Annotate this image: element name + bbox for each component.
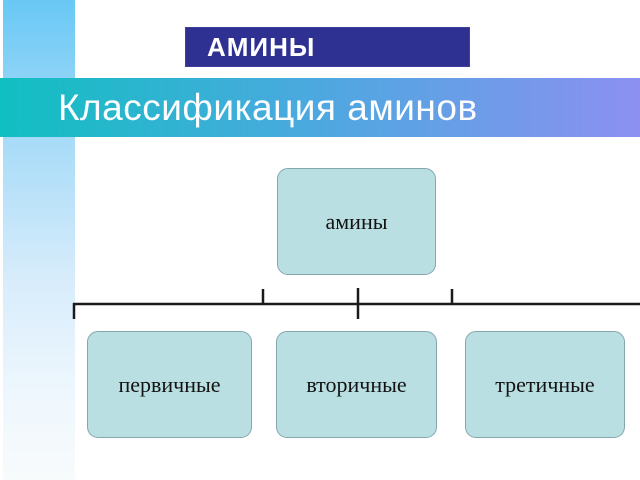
title-badge-label: АМИНЫ <box>207 31 316 62</box>
diagram-node-primary: первичные <box>87 331 252 438</box>
diagram-node-label: вторичные <box>306 371 407 397</box>
diagram-node-label: первичные <box>118 371 221 397</box>
slide-title-banner: Классификация аминов <box>0 78 640 137</box>
diagram-node-label: амины <box>325 208 388 234</box>
diagram-node-secondary: вторичные <box>276 331 437 438</box>
title-badge: АМИНЫ <box>185 27 470 67</box>
slide-title: Классификация аминов <box>58 86 478 128</box>
diagram-node-tertiary: третичные <box>465 331 625 438</box>
diagram-node-root: амины <box>277 168 436 275</box>
diagram-node-label: третичные <box>495 371 595 397</box>
